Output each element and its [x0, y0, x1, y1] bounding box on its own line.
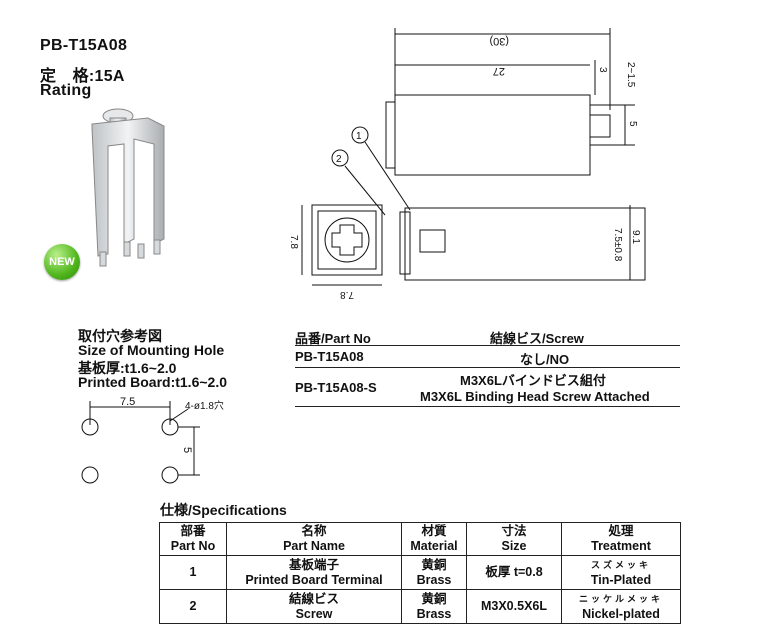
board-jp: 基板厚:t1.6~2.0	[78, 360, 177, 376]
dim-3: 3	[597, 67, 608, 73]
mounting-hole-diagram: 7.5 4-ø1.8穴 5	[81, 396, 224, 484]
hole-4	[161, 466, 179, 484]
hole-3	[81, 466, 99, 484]
pt-header-screw: 結線ビス/Screw	[490, 331, 584, 346]
dim-27: 27	[493, 65, 505, 77]
callout-2: 2	[336, 154, 342, 165]
new-badge: NEW	[44, 244, 80, 280]
mount-dim-height: 5	[181, 447, 193, 453]
callout-1: 1	[356, 131, 362, 142]
terminal-photo	[91, 108, 165, 267]
dim-91: 9.1	[630, 230, 641, 244]
pt-row1-part: PB-T15A08	[295, 349, 364, 364]
pt-divider-3	[295, 406, 680, 407]
pt-row1-screw: なし/NO	[520, 352, 570, 367]
technical-drawing: (30) 27 3 2~1.5 5 1 2 7.8 7.8 7.5±0.8 9.…	[290, 28, 646, 300]
dim-2-15: 2~1.5	[625, 62, 636, 88]
mount-title-jp: 取付穴参考図	[78, 328, 162, 344]
dim-5: 5	[627, 121, 638, 127]
mount-title-en: Size of Mounting Hole	[78, 342, 225, 358]
pt-row2-screw-en: M3X6L Binding Head Screw Attached	[420, 389, 650, 404]
pt-divider-1	[295, 345, 680, 346]
board-en: Printed Board:t1.6~2.0	[78, 374, 227, 390]
dim-75: 7.5±0.8	[612, 228, 623, 262]
pt-row2-part: PB-T15A08-S	[295, 380, 377, 395]
mount-hole-label: 4-ø1.8穴	[185, 399, 224, 412]
rating-jp: 定 格:15A	[40, 68, 125, 85]
specs-title: 仕様/Specifications	[160, 502, 287, 518]
dim-78-side: 7.8	[290, 235, 299, 249]
pt-row2-screw-jp: M3X6Lバインドビス組付	[460, 373, 606, 388]
pt-divider-2	[295, 367, 680, 368]
hole-1	[81, 418, 99, 436]
mount-dim-width: 7.5	[120, 396, 135, 408]
pt-header-part: 品番/Part No	[295, 331, 371, 346]
dim-total: (30)	[489, 35, 509, 47]
rating-en: Rating	[40, 82, 92, 99]
dim-78-bottom: 7.8	[340, 289, 354, 300]
model-title: PB-T15A08	[40, 37, 128, 54]
